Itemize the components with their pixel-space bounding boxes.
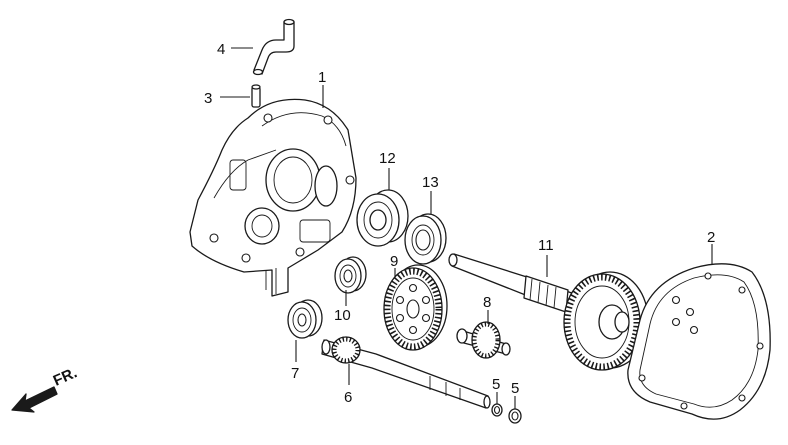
leader-lines (220, 47, 713, 409)
bearing-10[interactable] (334, 256, 367, 294)
callout-13: 13 (422, 174, 439, 191)
pinion-8[interactable] (456, 321, 511, 359)
callout-11: 11 (538, 237, 554, 254)
dowel-pin[interactable] (251, 84, 261, 108)
front-direction-arrow: FR. (11, 364, 80, 413)
breather-tube[interactable] (252, 18, 295, 76)
arrow-left-icon (11, 386, 58, 413)
callout-10: 10 (334, 307, 351, 324)
direction-label: FR. (51, 364, 80, 389)
callout-12: 12 (379, 150, 396, 167)
countershaft-11[interactable] (448, 253, 649, 371)
circlip-5b[interactable] (508, 408, 522, 424)
gear-9[interactable] (383, 264, 448, 351)
oil-seal-13[interactable] (404, 213, 447, 265)
transmission-case[interactable] (189, 98, 357, 297)
callout-1: 1 (318, 69, 326, 86)
bearing-7[interactable] (287, 299, 323, 339)
callout-2: 2 (707, 229, 715, 246)
circlip-5a[interactable] (491, 403, 503, 417)
callout-5b: 5 (511, 380, 519, 397)
callout-9: 9 (390, 253, 398, 270)
callout-5a: 5 (492, 376, 500, 393)
callout-6: 6 (344, 389, 352, 406)
callout-8: 8 (483, 294, 491, 311)
gasket-2[interactable] (627, 263, 771, 420)
main-shaft-6[interactable] (321, 336, 491, 409)
bearing-12[interactable] (356, 189, 409, 247)
callout-4: 4 (217, 41, 225, 58)
callout-3: 3 (204, 90, 212, 107)
callout-7: 7 (291, 365, 299, 382)
